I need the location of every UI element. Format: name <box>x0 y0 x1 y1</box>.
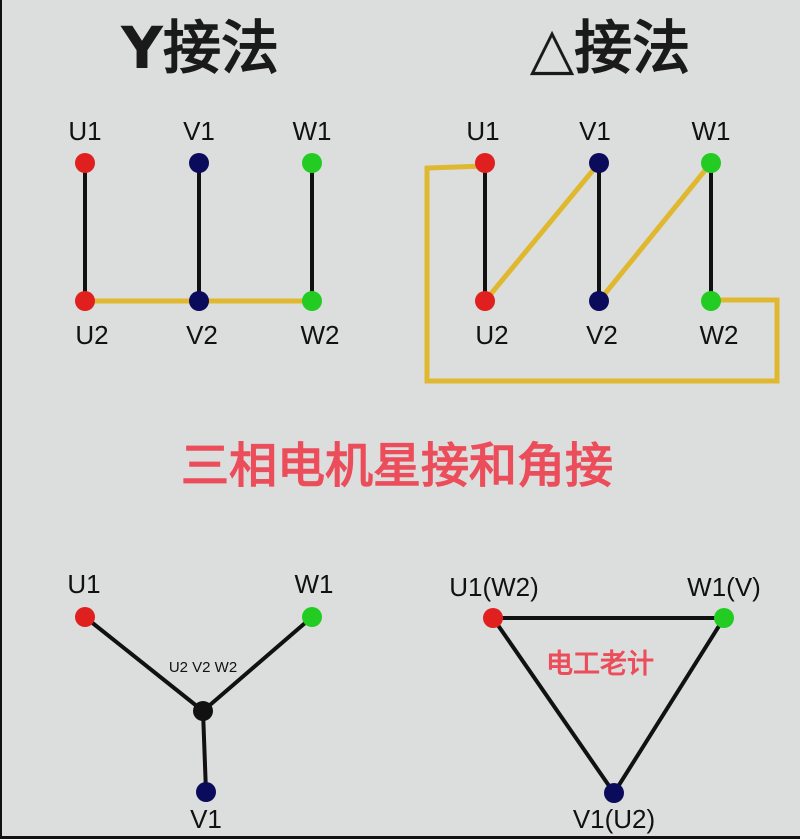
bottom-border <box>2 836 800 839</box>
delta-link-u2-v1 <box>483 161 601 303</box>
v1-label: V1 <box>190 804 222 834</box>
u1-terminal <box>75 607 95 627</box>
v1-label: V1 <box>183 116 215 146</box>
delta-link-loop <box>424 163 780 384</box>
v2-label: V2 <box>586 320 618 350</box>
v2-terminal <box>189 291 209 311</box>
v1-terminal <box>189 153 209 173</box>
delta-wiring: U1 V1 W1 U2 V2 W2 <box>424 116 780 384</box>
u2-terminal <box>475 291 495 311</box>
u1-label: U1 <box>68 116 101 146</box>
u1-label: U1 <box>466 116 499 146</box>
u2-label: U2 <box>475 320 508 350</box>
u1-label: U1 <box>67 569 100 599</box>
w1-terminal <box>302 607 322 627</box>
w1-terminal <box>302 153 322 173</box>
w1-label: W1 <box>295 569 334 599</box>
w2-terminal <box>701 291 721 311</box>
v1-u2-label: V1(U2) <box>573 804 655 834</box>
neutral-label: U2 V2 W2 <box>169 659 237 676</box>
w1-v-terminal <box>714 608 734 628</box>
star-diagram: U1 W1 V1 U2 V2 W2 <box>67 569 333 834</box>
w1-label: W1 <box>293 116 332 146</box>
v1-u2-terminal <box>604 783 624 803</box>
w2-label: W2 <box>301 320 340 350</box>
u1-w2-terminal <box>483 608 503 628</box>
u2-terminal <box>75 291 95 311</box>
branch-v <box>201 710 208 793</box>
watermark: 电工老计 <box>546 649 654 680</box>
branch-w <box>201 615 314 713</box>
y-wiring: U1 V1 W1 U2 V2 W2 <box>68 116 339 350</box>
w2-terminal <box>302 291 322 311</box>
y-connection-title: Y接法 <box>120 14 279 82</box>
u1-terminal <box>75 153 95 173</box>
w1-v-label: W1(V) <box>687 572 761 602</box>
v1-label: V1 <box>579 116 611 146</box>
v1-terminal <box>196 782 216 802</box>
w1-label: W1 <box>692 116 731 146</box>
delta-triangle <box>489 616 728 797</box>
v1-terminal <box>589 153 609 173</box>
delta-link-v2-w1 <box>597 161 713 303</box>
v2-label: V2 <box>186 320 218 350</box>
triangle-diagram: U1(W2) W1(V) V1(U2) 电工老计 <box>449 572 761 834</box>
neutral-point <box>193 701 213 721</box>
delta-connection-title: △接法 <box>530 14 691 82</box>
w1-terminal <box>701 153 721 173</box>
u2-label: U2 <box>75 320 108 350</box>
u1-w2-label: U1(W2) <box>449 572 539 602</box>
branch-u <box>83 615 205 713</box>
w2-label: W2 <box>700 320 739 350</box>
v2-terminal <box>589 291 609 311</box>
u1-terminal <box>475 153 495 173</box>
caption: 三相电机星接和角接 <box>181 438 613 494</box>
